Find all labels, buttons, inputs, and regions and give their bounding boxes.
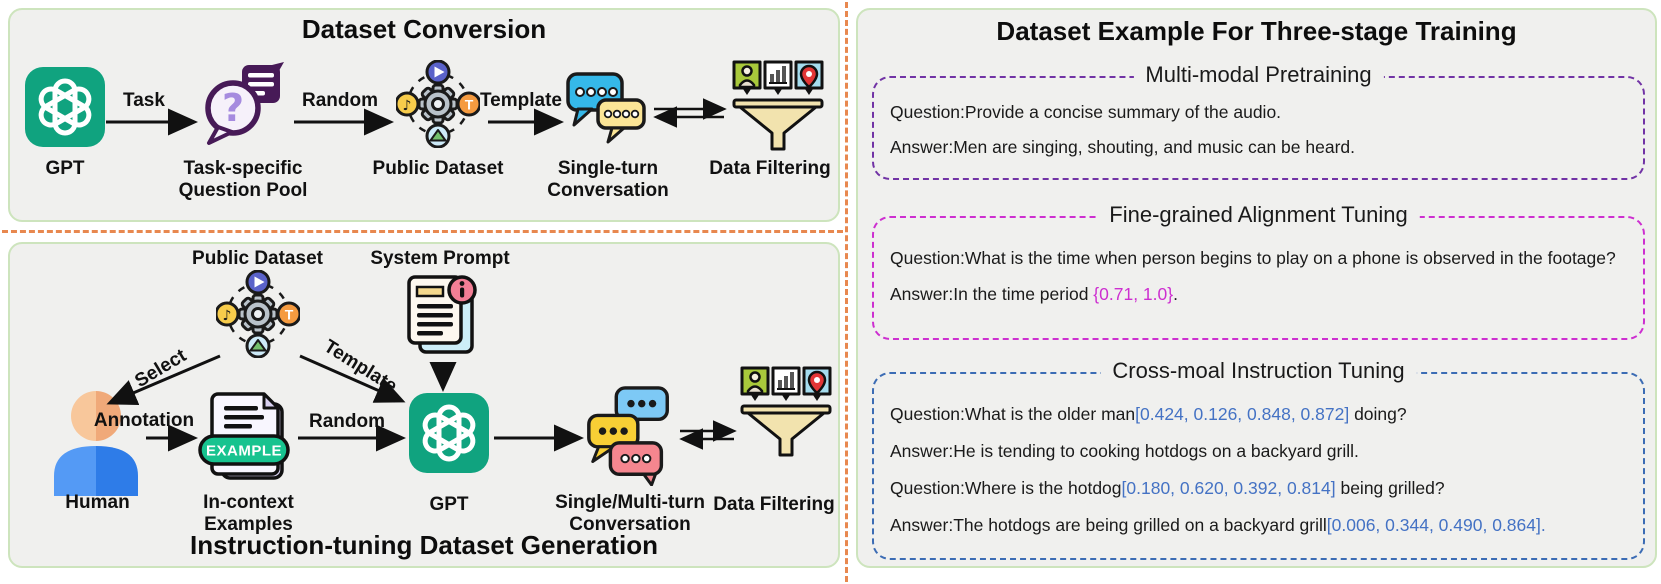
svg-text:T: T (285, 307, 294, 323)
public-dataset-icon: ♪ T (396, 60, 480, 148)
label-public-dataset-2: Public Dataset (192, 248, 323, 269)
multi-turn-chat-icon (586, 386, 674, 486)
panel-divider-horizontal (2, 230, 843, 233)
label-system-prompt: System Prompt (370, 248, 510, 269)
qa-line: Answer:In the time period {0.71, 1.0}. (890, 284, 1178, 304)
example-document-icon: EXAMPLE (198, 392, 294, 484)
gpt-logo-icon (408, 392, 490, 474)
gpt-logo-icon (24, 66, 106, 148)
label-data-filtering-2: Data Filtering (713, 494, 835, 515)
instruction-tuning-panel: Public Dataset System Prompt ♪ T (8, 242, 840, 568)
examples-panel: Dataset Example For Three-stage Training… (856, 8, 1657, 568)
conversion-title: Dataset Conversion (301, 14, 547, 44)
alignment-box-title: Fine-grained Alignment Tuning (1097, 202, 1420, 228)
pretraining-box: Multi-modal Pretraining Question:Provide… (872, 62, 1645, 180)
svg-text:♪: ♪ (403, 98, 412, 114)
alignment-box: Fine-grained Alignment Tuning Question:W… (872, 202, 1645, 340)
label-single-turn: Single-turn Conversation (547, 158, 669, 202)
arrow-label-template-2: Template (319, 335, 401, 398)
qa-line: Answer:Men are singing, shouting, and mu… (890, 137, 1355, 157)
question-pool-icon: ? (200, 62, 284, 146)
instruction-box: Cross-moal Instruction Tuning Question:W… (872, 358, 1645, 560)
pretraining-box-title: Multi-modal Pretraining (1133, 62, 1384, 88)
svg-text:?: ? (222, 86, 244, 130)
data-filtering-icon (740, 366, 832, 458)
arrow-label-random: Random (302, 90, 378, 111)
examples-title: Dataset Example For Three-stage Training (996, 16, 1517, 46)
generation-title: Instruction-tuning Dataset Generation (189, 530, 659, 560)
qa-line: Question:Provide a concise summary of th… (890, 102, 1282, 122)
qa-line: Question:What is the time when person be… (890, 248, 1616, 268)
qa-line: Question:Where is the hotdog[0.180, 0.62… (890, 478, 1445, 498)
public-dataset-icon: ♪ T (216, 270, 300, 358)
label-public-dataset: Public Dataset (372, 158, 504, 179)
label-gpt: GPT (45, 158, 85, 179)
label-in-context-examples: In-context Examples (203, 492, 294, 536)
dataset-conversion-panel: Dataset Conversion ? (8, 8, 840, 222)
label-single-multi-turn: Single/Multi-turn Conversation (555, 492, 705, 536)
arrow-label-random-2: Random (309, 411, 385, 432)
panel-divider-vertical (845, 2, 848, 582)
label-question-pool: Task-specific Question Pool (178, 158, 308, 202)
qa-line: Answer:He is tending to cooking hotdogs … (890, 441, 1359, 461)
instruction-box-title: Cross-moal Instruction Tuning (1100, 358, 1417, 384)
svg-text:♪: ♪ (223, 308, 232, 324)
qa-line: Answer:The hotdogs are being grilled on … (890, 515, 1546, 535)
example-badge: EXAMPLE (206, 443, 282, 460)
arrow-label-template: Template (479, 90, 562, 111)
data-filtering-icon (732, 60, 824, 152)
label-human: Human (65, 492, 130, 513)
single-turn-chat-icon (566, 68, 648, 148)
system-prompt-icon (404, 274, 482, 358)
qa-line: Question:What is the older man[0.424, 0.… (890, 404, 1407, 424)
label-data-filtering: Data Filtering (709, 158, 831, 179)
svg-text:T: T (465, 97, 474, 113)
human-icon (50, 390, 142, 496)
arrow-label-task: Task (123, 90, 165, 111)
label-gpt-2: GPT (429, 494, 469, 515)
arrow-label-annotation: Annotation (93, 410, 195, 431)
